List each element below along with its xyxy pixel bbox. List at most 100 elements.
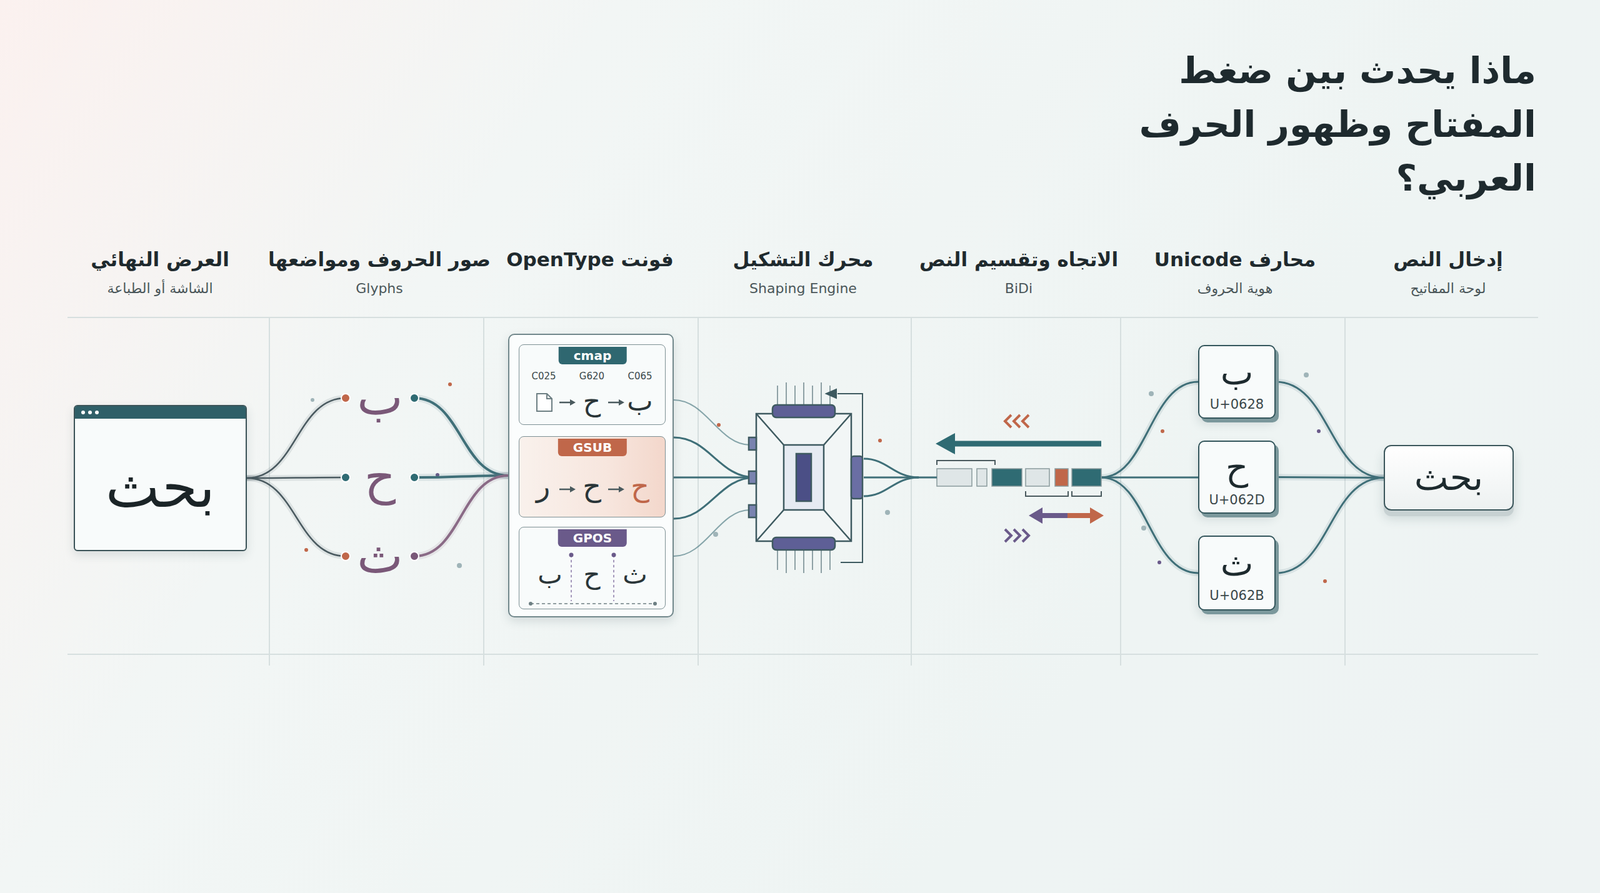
- decor-dots: [456, 563, 462, 569]
- table-tab: GSUB: [558, 438, 627, 457]
- keyboard-key: بحث: [1383, 445, 1514, 511]
- glyph-node: ح: [345, 443, 415, 512]
- decor-dots: [1157, 560, 1162, 565]
- connector-dot: [410, 551, 419, 561]
- decor-dots: [310, 398, 315, 402]
- gpos-marks-part: [569, 553, 574, 558]
- engine-loop: [826, 389, 837, 399]
- decor-dots: [1141, 525, 1147, 531]
- engine-wire: [673, 400, 750, 445]
- bidi-chevrons: [1013, 415, 1020, 428]
- shaping-engine: [748, 437, 757, 450]
- bidi-double-arrow: [1090, 507, 1104, 524]
- grid-rule: [910, 317, 912, 666]
- connector-glow: [414, 398, 509, 476]
- connector-glow: [246, 478, 346, 557]
- gpos-marks-part: [530, 603, 655, 605]
- connector-dot: [410, 473, 419, 482]
- glyph-id: G620: [579, 370, 605, 382]
- decor-dots: [1303, 372, 1309, 378]
- grid-rule: [483, 317, 485, 666]
- engine-fins: [785, 548, 787, 574]
- node-content: ثU+062B: [1209, 542, 1264, 604]
- bidi-chevrons: [1005, 415, 1029, 428]
- font-panel: cmapC025G620C065حبGSUBرححGPOSبحث: [508, 333, 674, 618]
- table-tab: cmap: [558, 346, 627, 365]
- connector-dot: [341, 393, 350, 403]
- window-dot: [95, 410, 99, 415]
- engine-wire: [863, 476, 937, 479]
- stage-heading: العرض النهائي: [90, 248, 230, 272]
- cmap-icons-part: [546, 393, 552, 399]
- window-bar: [75, 406, 246, 419]
- shaping-engine: [756, 510, 784, 542]
- engine-fins: [803, 548, 805, 574]
- connector-dot: [410, 393, 419, 403]
- stage-subheading: BiDi: [1005, 280, 1033, 297]
- grid-rule: [67, 317, 1539, 666]
- glyph-letter: ح: [630, 469, 650, 504]
- shaping-engine: [772, 537, 835, 550]
- unicode-code: U+0628: [1210, 396, 1264, 413]
- decor-dots: [713, 531, 719, 537]
- decor-dots: [1148, 391, 1154, 397]
- node-content: ح: [364, 448, 396, 507]
- merge-wire: [1101, 381, 1199, 574]
- engine-fins: [794, 548, 796, 570]
- gsub-arrows-part: [570, 486, 576, 493]
- decor-dots: [448, 382, 452, 387]
- glyph-id: C025: [531, 370, 556, 382]
- diagram-title: ماذا يحدث بين ضغط المفتاح وظهور الحرف ال…: [1048, 43, 1537, 205]
- engine-wire: [863, 458, 919, 478]
- stage-heading: محارف Unicode: [1154, 248, 1317, 272]
- gpos-marks-part: [570, 555, 572, 602]
- grid-rule: [67, 316, 1539, 319]
- engine-wire: [673, 476, 755, 479]
- shaping-engine: [851, 456, 863, 499]
- stage-subheading: Shaping Engine: [749, 280, 857, 297]
- shaping-engine: [748, 505, 757, 518]
- unicode-card: ثU+062B: [1198, 535, 1276, 611]
- stage-heading: محرك التشكيل: [733, 248, 874, 272]
- bidi-bracket: [936, 460, 995, 465]
- shaping-engine: [772, 405, 835, 418]
- decor-dots: [716, 423, 721, 427]
- stage-heading: صور الحروف ومواضعها: [268, 248, 491, 272]
- bidi-bracket: [1025, 491, 1069, 497]
- merge-wire: [1101, 381, 1199, 478]
- glyph-letter: ح: [583, 559, 600, 591]
- bidi-run-bar: [1055, 468, 1069, 487]
- decor-dots: [878, 438, 882, 443]
- connector-glow: [246, 398, 346, 479]
- stage-heading: إدخال النص: [1393, 248, 1503, 272]
- connector-glow: [1275, 477, 1384, 479]
- glyph-node: ث: [345, 522, 415, 590]
- stage-heading: الاتجاه وتقسيم النص: [919, 248, 1119, 272]
- table-tab: GPOS: [558, 529, 627, 547]
- engine-fins: [829, 548, 831, 570]
- bidi-run-bar: [936, 468, 972, 487]
- merge-wire: [1101, 477, 1199, 574]
- engine-fins: [820, 548, 822, 574]
- grid-rule: [1120, 317, 1122, 666]
- gpos-marks-part: [528, 601, 533, 606]
- glyph-letter: ب: [626, 385, 653, 419]
- node-content: ب: [356, 368, 403, 428]
- gpos-marks-part: [611, 553, 617, 558]
- cmap-icons-part: [536, 393, 552, 412]
- node-content: بحث: [105, 453, 215, 522]
- gpos-marks-part: [653, 601, 657, 606]
- connector-dot: [341, 551, 350, 561]
- connector: [246, 398, 346, 479]
- connector: [414, 475, 509, 557]
- node-content: حU+062D: [1208, 446, 1265, 508]
- unicode-code: U+062B: [1209, 588, 1264, 604]
- connector: [1275, 478, 1384, 574]
- decor-dots: [304, 372, 1327, 584]
- window-dot: [88, 410, 92, 415]
- stage-subheading: Glyphs: [355, 280, 404, 297]
- bidi-chevrons: [1005, 529, 1029, 542]
- engine-fins: [820, 382, 822, 408]
- merge-glow: [1101, 381, 1199, 478]
